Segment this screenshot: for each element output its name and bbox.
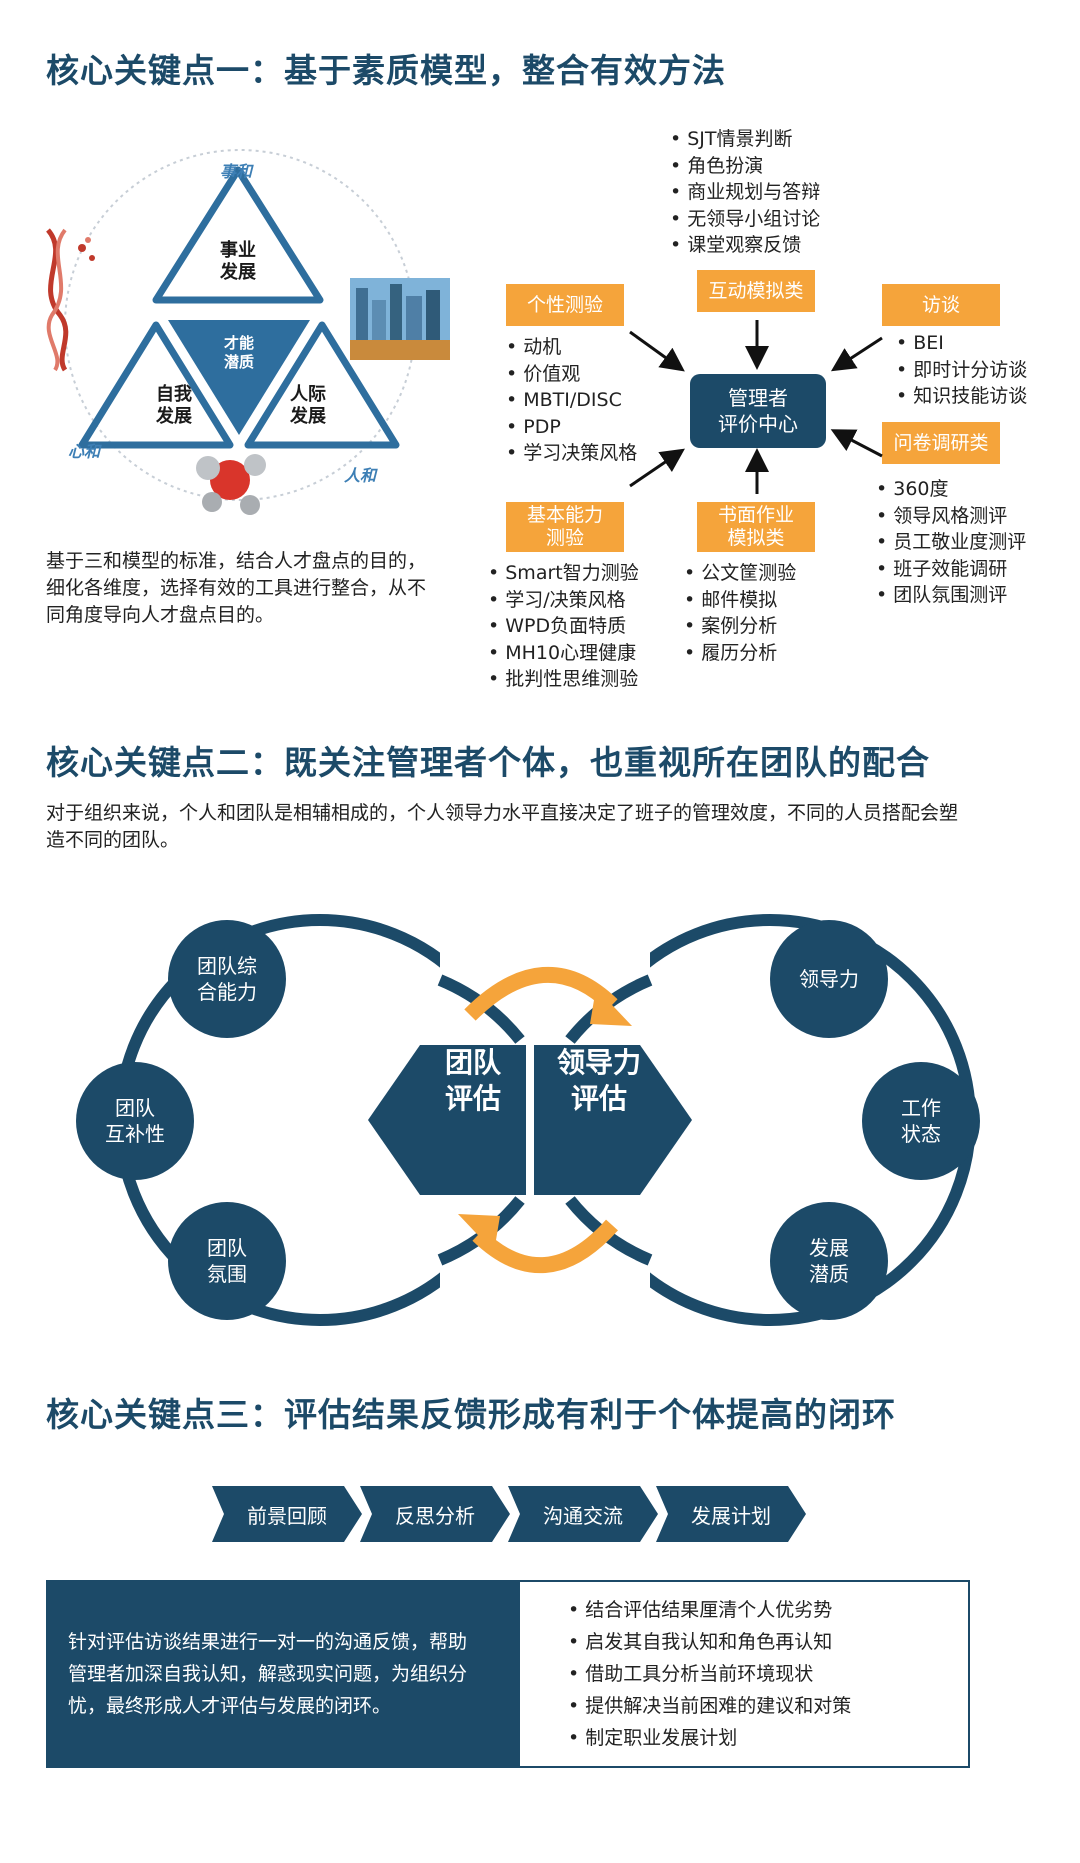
city-image (350, 278, 450, 360)
list-survey: 360度 领导风格测评 员工敬业度测评 班子效能调研 团队氛围测评 (876, 476, 1026, 609)
list-item: 邮件模拟 (684, 587, 796, 614)
center-arrows (629, 320, 883, 494)
list-item: 提供解决当前困难的建议和对策 (568, 1690, 968, 1722)
list-item: 学习/决策风格 (488, 587, 639, 614)
label-shihe: 事和 (220, 162, 253, 181)
list-item: 团队氛围测评 (876, 582, 1026, 609)
team-eval-shape (368, 1045, 526, 1195)
list-item: 班子效能调研 (876, 556, 1026, 583)
feedback-description: 针对评估访谈结果进行一对一的沟通反馈，帮助 管理者加深自我认知，解惑现实问题，为… (46, 1580, 518, 1768)
tag-personality: 个性测验 (506, 284, 624, 326)
arrow-from-personality (629, 330, 685, 372)
circle-team-capability: 团队综合能力 (168, 920, 286, 1038)
label-xinhe: 心和 (68, 442, 101, 461)
triangle-center-text: 才能潜质 (223, 334, 254, 371)
list-item: MBTI/DISC (506, 387, 637, 414)
circle-leadership: 领导力 (770, 920, 888, 1038)
list-item: 360度 (876, 476, 1026, 503)
list-written: 公文筐测验 邮件模拟 案例分析 履历分析 (684, 560, 796, 666)
tag-survey: 问卷调研类 (882, 422, 1000, 464)
list-item: SJT情景判断 (670, 126, 820, 153)
evaluation-center-box: 管理者评价中心 (690, 374, 826, 448)
triangle-top-text: 事业发展 (220, 240, 256, 283)
list-item: 商业规划与答辩 (670, 179, 820, 206)
section1-description: 基于三和模型的标准，结合人才盘点的目的， 细化各维度，选择有效的工具进行整合，从… (46, 550, 427, 626)
arrow-from-basic (629, 448, 685, 488)
tag-interview: 访谈 (882, 284, 1000, 326)
circle-team-atmosphere: 团队氛围 (168, 1202, 286, 1320)
list-item: 结合评估结果厘清个人优劣势 (568, 1594, 968, 1626)
tag-written: 书面作业模拟类 (697, 502, 815, 552)
step-2: 反思分析 (360, 1486, 510, 1542)
list-interview: BEI 即时计分访谈 知识技能访谈 (896, 330, 1027, 410)
list-item: 知识技能访谈 (896, 383, 1027, 410)
step-1: 前景回顾 (212, 1486, 362, 1542)
list-item: Smart智力测验 (488, 560, 638, 587)
step-4: 发展计划 (656, 1486, 806, 1542)
list-item: 借助工具分析当前环境现状 (568, 1658, 968, 1690)
tag-interactive: 互动模拟类 (697, 270, 815, 312)
triangle-center (168, 320, 310, 435)
list-interactive: SJT情景判断 角色扮演 商业规划与答辩 无领导小组讨论 课堂观察反馈 (670, 126, 820, 259)
list-item: 公文筐测验 (684, 560, 796, 587)
label-renhe: 人和 (344, 466, 377, 485)
arrow-from-survey (830, 429, 883, 458)
list-item: WPD负面特质 (488, 613, 639, 640)
feedback-points: 结合评估结果厘清个人优劣势 启发其自我认知和角色再认知 借助工具分析当前环境现状… (568, 1594, 968, 1754)
circle-work-status: 工作状态 (862, 1062, 980, 1180)
triangle-top (152, 166, 324, 304)
list-item: 学习决策风格 (506, 440, 637, 467)
list-item: 启发其自我认知和角色再认知 (568, 1626, 968, 1658)
triangle-left-text: 自我发展 (156, 384, 192, 427)
section3-title: 核心关键点三：评估结果反馈形成有利于个体提高的闭环 (46, 1395, 896, 1434)
list-item: 无领导小组讨论 (670, 206, 820, 233)
list-item: PDP (506, 414, 637, 441)
list-item: 动机 (506, 334, 637, 361)
list-basic: Smart智力测验 学习/决策风格 WPD负面特质 MH10心理健康 批判性思维… (488, 560, 639, 693)
dna-icon (45, 228, 95, 372)
arrow-from-interview (830, 336, 883, 372)
list-item: 制定职业发展计划 (568, 1722, 968, 1754)
leadership-eval-shape (534, 1045, 692, 1195)
team-eval-text: 团队评估 (444, 1046, 501, 1115)
step-3: 沟通交流 (508, 1486, 658, 1542)
list-item: 领导风格测评 (876, 503, 1026, 530)
three-harmony-model (45, 149, 416, 515)
tag-basic: 基本能力测验 (506, 502, 624, 552)
section2-description: 对于组织来说，个人和团队是相辅相成的，个人领导力水平直接决定了班子的管理效度，不… (46, 802, 959, 851)
triangle-left (78, 321, 234, 449)
section2-title: 核心关键点二：既关注管理者个体，也重视所在团队的配合 (46, 743, 930, 782)
molecule-icon (196, 454, 266, 515)
list-personality: 动机 价值观 MBTI/DISC PDP 学习决策风格 (506, 334, 637, 467)
list-item: 案例分析 (684, 613, 796, 640)
list-item: 批判性思维测验 (488, 666, 639, 693)
list-item: 角色扮演 (670, 153, 820, 180)
list-item: BEI (896, 330, 1027, 357)
list-item: MH10心理健康 (488, 640, 639, 667)
list-item: 即时计分访谈 (896, 357, 1027, 384)
feedback-points-box: 结合评估结果厘清个人优劣势 启发其自我认知和角色再认知 借助工具分析当前环境现状… (518, 1580, 970, 1768)
list-item: 员工敬业度测评 (876, 529, 1026, 556)
circle-dev-potential: 发展潜质 (770, 1202, 888, 1320)
list-item: 课堂观察反馈 (670, 232, 820, 259)
triangle-right (244, 321, 400, 449)
circle-team-complement: 团队互补性 (76, 1062, 194, 1180)
list-item: 价值观 (506, 361, 637, 388)
leadership-eval-text: 领导力评估 (556, 1046, 641, 1115)
section1-title: 核心关键点一：基于素质模型，整合有效方法 (46, 51, 726, 90)
list-item: 履历分析 (684, 640, 796, 667)
triangle-right-text: 人际发展 (290, 384, 326, 427)
